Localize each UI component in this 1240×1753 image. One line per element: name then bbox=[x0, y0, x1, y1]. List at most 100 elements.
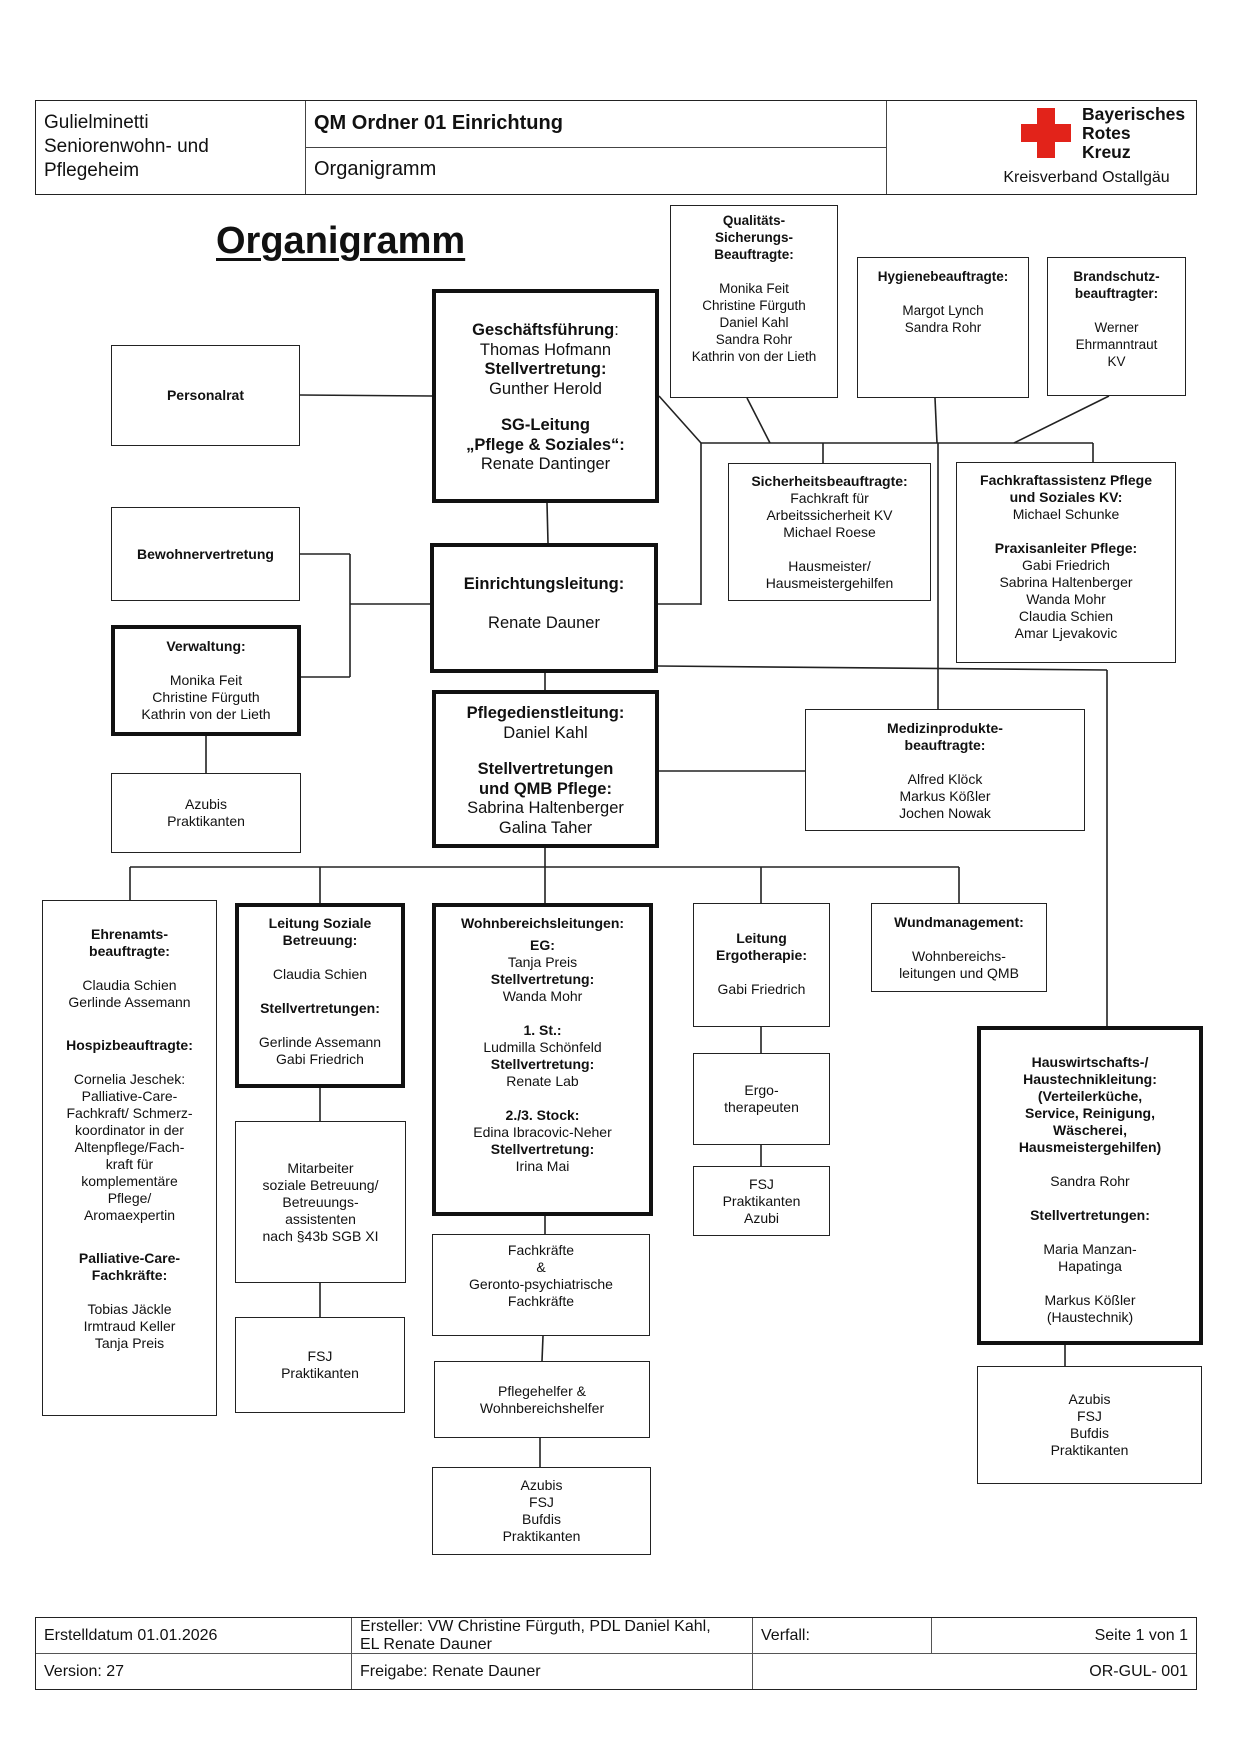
palliative-title: Palliative-Care- bbox=[78, 1250, 181, 1266]
box-line: FSJ bbox=[307, 1348, 333, 1364]
box-azubis-hauswirtschaft: Azubis FSJ Bufdis Praktikanten bbox=[977, 1366, 1202, 1484]
box-title: Haustechnikleitung: bbox=[1023, 1071, 1157, 1087]
hospiz-title: Hospizbeauftragte: bbox=[66, 1037, 193, 1053]
box-title: Qualitäts- bbox=[722, 213, 786, 228]
facility-name: Gulielminetti Seniorenwohn- und Pflegehe… bbox=[36, 101, 306, 194]
box-line: Pflegehelfer & bbox=[498, 1382, 586, 1399]
box-line: Praktikanten bbox=[281, 1365, 359, 1381]
box-title: Beauftragte: bbox=[714, 247, 794, 262]
facility-line: Pflegeheim bbox=[44, 160, 140, 181]
person-name: Werner bbox=[1094, 320, 1139, 335]
box-pflegedienstleitung: Pflegedienstleitung: Daniel Kahl Stellve… bbox=[432, 690, 659, 848]
box-line: soziale Betreuung/ bbox=[262, 1176, 379, 1193]
connector-line bbox=[541, 1335, 544, 1362]
box-line: Bufdis bbox=[522, 1511, 561, 1527]
box-line: & bbox=[536, 1259, 546, 1275]
person-name: Sabrina Haltenberger bbox=[999, 574, 1133, 590]
deputy-label: Stellvertretung: bbox=[490, 1141, 595, 1157]
box-title: Pflegedienstleitung: bbox=[466, 704, 625, 722]
box-fsj-soziale: FSJ Praktikanten bbox=[235, 1317, 405, 1413]
box-title: (Verteilerküche, bbox=[1037, 1088, 1143, 1104]
box-verwaltung: Verwaltung: Monika Feit Christine Fürgut… bbox=[111, 625, 301, 736]
doc-title: Organigramm bbox=[306, 148, 887, 194]
person-name: KV bbox=[1107, 354, 1126, 369]
person-name: Gunther Herold bbox=[489, 379, 602, 398]
box-line: Aromaexpertin bbox=[83, 1207, 176, 1223]
person-name: Thomas Hofmann bbox=[479, 340, 612, 359]
person-name: Sandra Rohr bbox=[715, 332, 793, 347]
deputy-title: Stellvertretungen: bbox=[260, 1000, 380, 1016]
box-line: koordinator in der bbox=[75, 1122, 184, 1138]
box-title: Leitung Soziale bbox=[268, 915, 372, 931]
box-line: Praktikanten bbox=[167, 813, 245, 829]
author-line: Ersteller: VW Christine Fürguth, PDL Dan… bbox=[360, 1617, 711, 1635]
box-fsj-ergo: FSJ Praktikanten Azubi bbox=[693, 1166, 830, 1236]
box-title: Sicherheitsbeauftragte: bbox=[751, 473, 908, 489]
box-line: Fachkräfte bbox=[507, 1293, 575, 1309]
person-name: Margot Lynch bbox=[902, 303, 984, 318]
box-title: Hausmeistergehilfen) bbox=[1018, 1139, 1162, 1155]
box-hauswirtschaft: Hauswirtschafts-/ Haustechnikleitung: (V… bbox=[977, 1026, 1203, 1345]
footer-doc-id: OR-GUL- 001 bbox=[1089, 1662, 1188, 1680]
person-name: Claudia Schien bbox=[82, 977, 177, 993]
box-line: Wohnbereichshelfer bbox=[479, 1399, 605, 1416]
box-title: Personalrat bbox=[166, 387, 245, 403]
person-name: Renate Lab bbox=[506, 1073, 579, 1089]
box-brandschutz: Brandschutz- beauftragter: Werner Ehrman… bbox=[1047, 257, 1186, 396]
person-name: Kathrin von der Lieth bbox=[141, 706, 271, 722]
box-line: kraft für bbox=[105, 1156, 154, 1172]
deputy-title: und QMB Pflege: bbox=[479, 779, 612, 798]
brk-name-line: Rotes bbox=[1082, 123, 1131, 143]
box-line: Praktikanten bbox=[722, 1192, 801, 1209]
box-line: FSJ bbox=[1077, 1408, 1102, 1424]
box-line: Betreuungs- bbox=[282, 1193, 359, 1210]
box-title: Fachkraftassistenz Pflege bbox=[980, 472, 1152, 488]
box-line: Wohnbereichs- bbox=[912, 948, 1006, 964]
box-title: Leitung bbox=[736, 930, 787, 946]
person-name: Claudia Schien bbox=[1018, 608, 1114, 624]
brk-subtitle: Kreisverband Ostallgäu bbox=[1003, 169, 1170, 186]
box-title: beauftragter: bbox=[1074, 286, 1159, 301]
box-title: Ehrenamts- bbox=[90, 926, 169, 942]
box-fachkraefte: Fachkräfte & Geronto-psychiatrische Fach… bbox=[432, 1234, 650, 1336]
box-title: Hauswirtschafts-/ bbox=[1031, 1054, 1149, 1070]
footer-expiry: Verfall: bbox=[753, 1618, 932, 1654]
connector-line bbox=[657, 665, 1108, 671]
deputy-title: Stellvertretungen: bbox=[1030, 1207, 1150, 1223]
box-bewohnervertretung: Bewohnervertretung bbox=[111, 507, 300, 601]
footer-page: Seite 1 von 1 bbox=[932, 1618, 1196, 1654]
box-line: FSJ bbox=[529, 1494, 554, 1510]
connector-line bbox=[1013, 395, 1110, 444]
box-line: Palliative-Care- bbox=[81, 1088, 178, 1104]
deputy-title: Stellvertretungen bbox=[477, 760, 614, 778]
box-title: und Soziales KV: bbox=[1009, 489, 1123, 505]
person-name: Hapatinga bbox=[1058, 1258, 1122, 1274]
box-title: Wäscherei, bbox=[1053, 1122, 1127, 1138]
page-title: Organigramm bbox=[216, 220, 466, 262]
box-title: Wohnbereichsleitungen: bbox=[460, 915, 625, 931]
person-name: Irmtraud Keller bbox=[83, 1318, 176, 1334]
person-name: (Haustechnik) bbox=[1046, 1309, 1134, 1325]
footer-release: Freigabe: Renate Dauner bbox=[352, 1654, 753, 1689]
box-title: beauftragte: bbox=[89, 943, 170, 959]
box-mitarbeiter-soziale: Mitarbeiter soziale Betreuung/ Betreuung… bbox=[235, 1121, 406, 1283]
footer-version: Version: 27 bbox=[36, 1654, 352, 1689]
box-sicherheit: Sicherheitsbeauftragte: Fachkraft für Ar… bbox=[728, 463, 931, 601]
box-line: Azubis bbox=[184, 796, 228, 812]
gf-title-line: Geschäftsführung: bbox=[472, 321, 619, 341]
deputy-label: Stellvertretung: bbox=[490, 971, 595, 987]
box-title: Geschäftsführung bbox=[472, 321, 615, 339]
person-name: Gabi Friedrich bbox=[1022, 557, 1110, 573]
floor-label: EG: bbox=[530, 937, 555, 953]
box-line: Altenpflege/Fach- bbox=[74, 1139, 185, 1155]
box-line: Azubi bbox=[743, 1209, 780, 1226]
box-personalrat: Personalrat bbox=[111, 345, 300, 446]
box-title: Brandschutz- bbox=[1073, 269, 1160, 284]
person-name: Ludmilla Schönfeld bbox=[483, 1039, 602, 1055]
person-name: Edina Ibracovic-Neher bbox=[473, 1124, 612, 1140]
sg-area: „Pflege & Soziales“: bbox=[466, 435, 625, 454]
box-line: Fachkräfte bbox=[507, 1242, 575, 1258]
person-name: Sabrina Haltenberger bbox=[467, 799, 624, 817]
box-title: Medizinprodukte- bbox=[887, 720, 1003, 736]
